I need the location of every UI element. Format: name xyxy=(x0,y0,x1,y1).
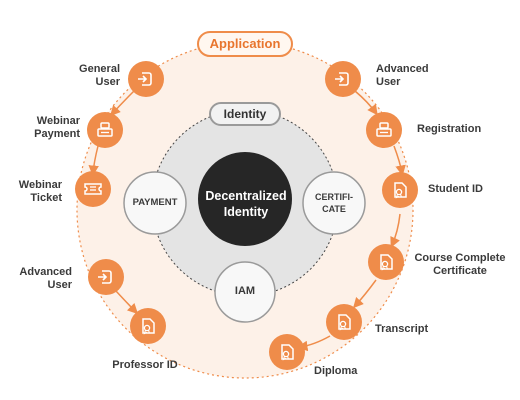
decentralized-identity-hub xyxy=(198,152,292,246)
label-course-complete-certificate-line1: Course Complete xyxy=(414,252,506,264)
certificate-label-line1: CERTIFI- xyxy=(315,192,353,202)
step-diploma xyxy=(269,334,305,370)
iam-label: IAM xyxy=(234,285,256,297)
label-advanced-user-left-line1: Advanced xyxy=(19,266,72,278)
payment-node xyxy=(123,171,187,235)
label-professor-id: Professor ID xyxy=(112,359,178,371)
step-webinar-payment xyxy=(87,112,123,148)
label-student-id: Student ID xyxy=(428,183,483,195)
step-advanced-user-left xyxy=(88,259,124,295)
label-webinar-ticket: Webinar Ticket xyxy=(2,179,62,205)
step-registration xyxy=(366,112,402,148)
certificate-node xyxy=(302,171,366,235)
step-professor-id xyxy=(130,308,166,344)
label-webinar-ticket-line2: Ticket xyxy=(30,192,62,204)
application-label: Application xyxy=(197,31,293,57)
payment-label: PAYMENT xyxy=(132,197,178,208)
label-course-complete-certificate-line2: Certificate xyxy=(433,265,487,277)
step-transcript xyxy=(326,304,362,340)
iam-node xyxy=(214,261,276,323)
step-webinar-ticket xyxy=(75,171,111,207)
hub-label: Decentralized Identity xyxy=(196,188,296,220)
label-registration: Registration xyxy=(417,123,482,135)
label-course-complete-certificate: Course Complete Certificate xyxy=(408,252,512,278)
label-advanced-user-right-line2: User xyxy=(376,76,401,88)
label-webinar-ticket-line1: Webinar xyxy=(18,179,62,191)
certificate-label-line2: CATE xyxy=(322,204,346,214)
identity-label: Identity xyxy=(209,102,281,126)
step-course-complete-certificate xyxy=(368,244,404,280)
hub-label-line2: Identity xyxy=(223,205,269,219)
label-advanced-user-right: Advanced User xyxy=(376,63,446,89)
label-advanced-user-left-line2: User xyxy=(47,279,72,291)
step-advanced-user-right xyxy=(325,61,361,97)
label-advanced-user-right-line1: Advanced xyxy=(376,63,429,75)
certificate-label: CERTIFI- CATE xyxy=(304,191,364,215)
label-general-user-line2: User xyxy=(95,76,120,88)
label-webinar-payment-line1: Webinar xyxy=(36,115,80,127)
step-general-user xyxy=(128,61,164,97)
label-general-user: General User xyxy=(58,63,120,89)
label-webinar-payment: Webinar Payment xyxy=(18,115,80,141)
label-transcript: Transcript xyxy=(375,323,429,335)
hub-label-line1: Decentralized xyxy=(205,189,287,203)
label-webinar-payment-line2: Payment xyxy=(34,128,80,140)
label-general-user-line1: General xyxy=(79,63,120,75)
step-student-id xyxy=(382,172,418,208)
label-diploma: Diploma xyxy=(314,365,358,377)
label-advanced-user-left: Advanced User xyxy=(10,266,72,292)
